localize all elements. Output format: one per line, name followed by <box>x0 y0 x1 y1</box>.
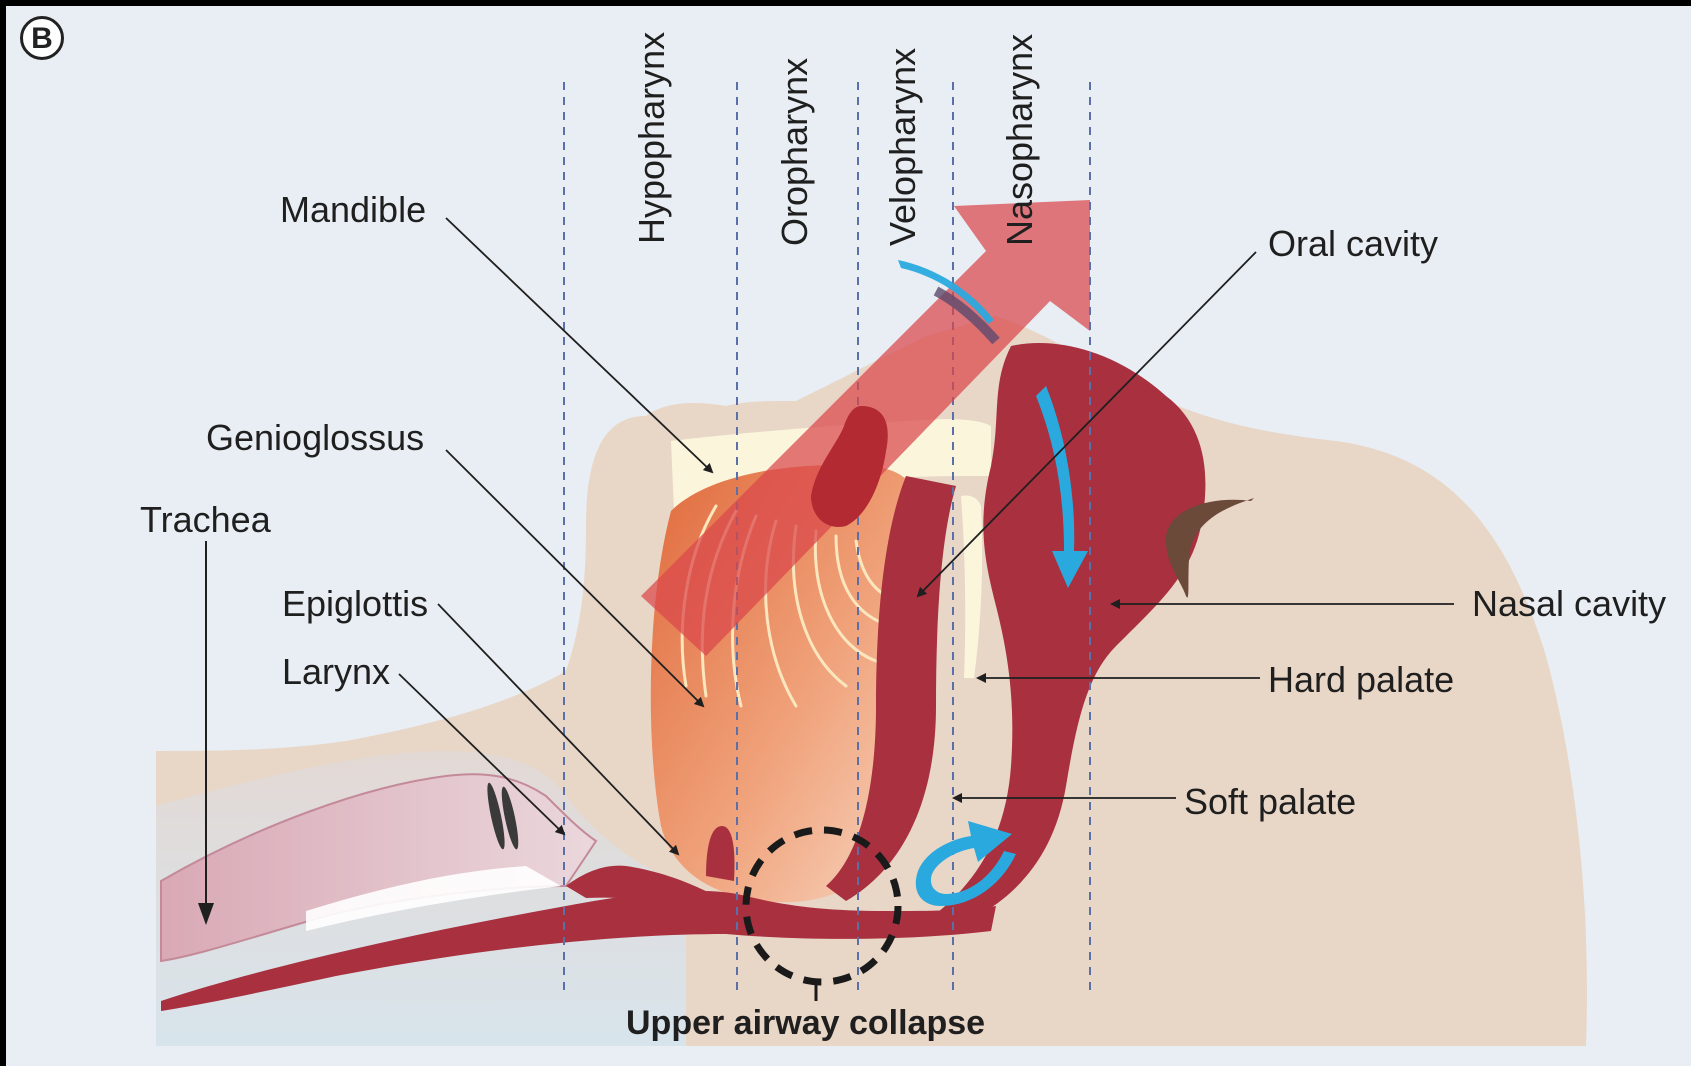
diagram-frame: B Hypopharynx Oropharynx Velopharynx Nas… <box>6 6 1691 1066</box>
label-soft-palate: Soft palate <box>1184 784 1356 820</box>
label-trachea: Trachea <box>140 502 271 538</box>
zone-label-velopharynx: Velopharynx <box>885 48 921 246</box>
label-hard-palate: Hard palate <box>1268 662 1454 698</box>
label-mandible: Mandible <box>280 192 426 228</box>
panel-label: B <box>20 16 64 60</box>
label-nasal-cavity: Nasal cavity <box>1472 586 1666 622</box>
zone-label-nasopharynx: Nasopharynx <box>1002 34 1038 246</box>
zone-label-oropharynx: Oropharynx <box>777 58 813 246</box>
label-epiglottis: Epiglottis <box>282 586 428 622</box>
label-genioglossus: Genioglossus <box>206 420 424 456</box>
caption-upper-airway-collapse: Upper airway collapse <box>626 1006 985 1040</box>
zone-label-hypopharynx: Hypopharynx <box>634 32 670 244</box>
label-oral-cavity: Oral cavity <box>1268 226 1438 262</box>
label-larynx: Larynx <box>282 654 390 690</box>
